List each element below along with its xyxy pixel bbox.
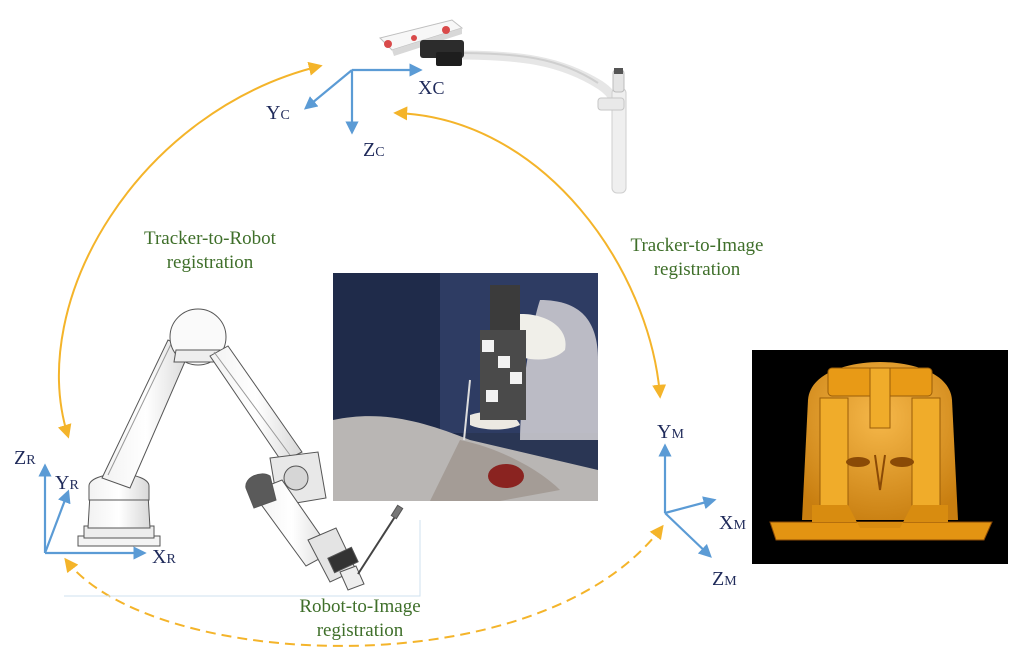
- camera-y-axis-label: YC: [266, 102, 290, 127]
- robot-x-sub: R: [166, 552, 176, 567]
- model-z-axis-label: ZM: [712, 568, 737, 593]
- robot-z-sub: R: [26, 453, 36, 468]
- camera-y-main: Y: [266, 102, 281, 124]
- tracker-image-line2: registration: [653, 259, 741, 280]
- robot-image-arrow: [64, 524, 664, 647]
- model-frame-axes: [658, 443, 717, 558]
- camera-x-sub: C: [432, 78, 445, 98]
- robot-frame-axes: [38, 463, 147, 560]
- model-z-main: Z: [712, 568, 725, 590]
- robot-z-axis-label: ZR: [14, 447, 36, 472]
- robot-y-axis-label: YR: [55, 472, 79, 497]
- camera-z-sub: C: [375, 145, 385, 160]
- tracker-image-line1: Tracker-to-Image: [630, 235, 764, 256]
- camera-z-main: Z: [363, 139, 376, 161]
- tracker-image-arrow: [393, 106, 667, 399]
- model-y-axis-label: YM: [657, 421, 684, 446]
- model-y-main: Y: [657, 421, 672, 443]
- model-y-sub: M: [671, 427, 684, 442]
- model-x-axis-label: XM: [719, 512, 746, 537]
- camera-frame-axes: [303, 63, 423, 135]
- camera-x-axis-label: XC: [418, 77, 444, 99]
- robot-y-main: Y: [55, 472, 70, 494]
- tracker-image-registration-label: Tracker-to-Image registration: [608, 234, 786, 282]
- tracker-robot-arrow: [57, 61, 323, 439]
- tracker-robot-line1: Tracker-to-Robot: [144, 228, 276, 249]
- robot-y-sub: R: [69, 478, 79, 493]
- optical-tracker-camera-icon: [379, 19, 627, 194]
- camera-y-sub: C: [280, 108, 290, 123]
- robot-z-main: Z: [14, 447, 27, 469]
- robot-x-axis-label: XR: [152, 546, 176, 571]
- camera-z-axis-label: ZC: [363, 139, 385, 164]
- robot-image-line2: registration: [316, 620, 404, 641]
- tracker-robot-line2: registration: [166, 252, 254, 273]
- robot-x-main: X: [152, 546, 167, 568]
- model-x-main: X: [719, 512, 734, 534]
- robot-image-registration-label: Robot-to-Image registration: [280, 595, 440, 643]
- skull-model-render-icon: [752, 350, 1008, 564]
- surgery-photo-icon: [333, 273, 598, 501]
- model-z-sub: M: [724, 574, 737, 589]
- tracker-robot-registration-label: Tracker-to-Robot registration: [120, 227, 300, 275]
- camera-x-main: X: [418, 77, 433, 99]
- robot-arm-drawing-icon: [77, 308, 404, 591]
- model-x-sub: M: [733, 518, 746, 533]
- robot-image-line1: Robot-to-Image: [299, 596, 421, 617]
